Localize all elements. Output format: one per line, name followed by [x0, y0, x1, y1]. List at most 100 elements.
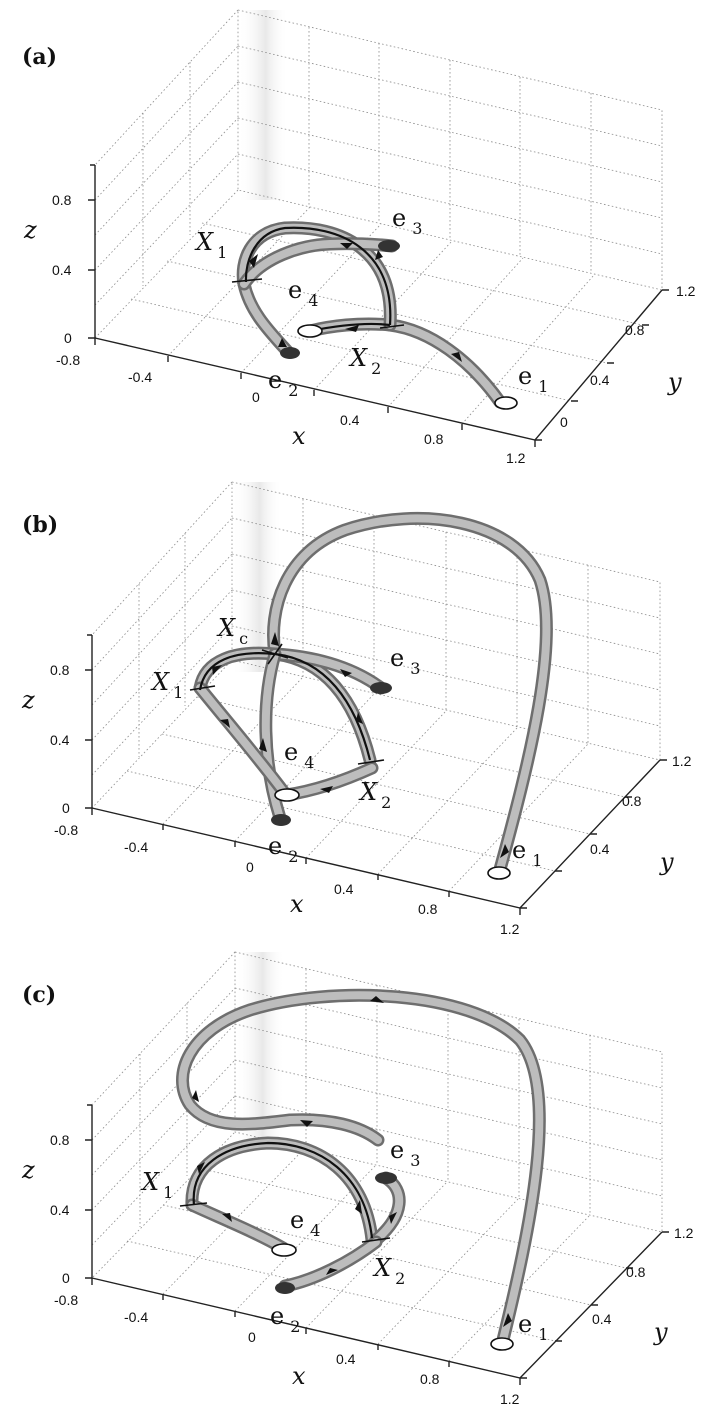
x-tick: 0.4: [340, 412, 360, 428]
z-axis-label: z: [21, 686, 35, 714]
crossing-x1: [179, 1202, 208, 1207]
x-tick: -0.4: [128, 369, 152, 385]
x-axis-label: x: [292, 422, 306, 450]
flow-arrows: [212, 632, 509, 858]
crossing-x2: [379, 324, 405, 329]
axes-box: [85, 951, 669, 1385]
z-tick: 0.8: [50, 662, 70, 678]
x-axis-label: x: [290, 890, 304, 918]
z-axis-label: z: [23, 216, 37, 244]
y-tick: 0.4: [590, 372, 610, 388]
grid-lines: [91, 951, 663, 1379]
flow-arrows: [192, 996, 512, 1327]
z-ticks: 0 0.4 0.8: [50, 662, 70, 816]
x-tick: 1.2: [506, 450, 526, 466]
axes-box: [88, 9, 669, 447]
panel-label: (a): [22, 44, 57, 70]
x-tick: 0.4: [336, 1351, 356, 1367]
z-axis-label: z: [21, 1156, 35, 1184]
node-e2: [280, 347, 300, 359]
markers: [231, 240, 518, 410]
node-e2: [271, 814, 291, 826]
x-tick: -0.8: [54, 1292, 78, 1308]
trajectories: [193, 511, 553, 880]
z-ticks: 0 0.4 0.8: [52, 192, 72, 346]
node-e3: [370, 682, 392, 694]
z-tick: 0: [62, 800, 70, 816]
panel-label: (b): [22, 512, 58, 538]
panel-a: (a) 0 0.4 0.8 -0.8 -0.4 0 0.4 0.8 1.2 0 …: [22, 9, 696, 466]
x-tick: -0.4: [124, 839, 148, 855]
x-tick: 0: [248, 1329, 256, 1345]
node-e1: [487, 866, 511, 880]
y-tick: 1.2: [674, 1225, 694, 1241]
node-e4: [271, 1243, 297, 1257]
node-e2: [275, 1282, 295, 1294]
y-tick: 0: [560, 414, 568, 430]
trajectories: [236, 221, 507, 409]
panel-c: (c) 0 0.4 0.8 -0.8 -0.4 0 0.4 0.8 1.2 0.…: [21, 951, 694, 1407]
z-tick: 0.4: [50, 732, 70, 748]
y-tick: 0.4: [590, 841, 610, 857]
markers: [189, 643, 511, 880]
z-tick: 0: [64, 330, 72, 346]
crossing-x2: [361, 1237, 391, 1243]
wall-shading: [235, 952, 285, 1142]
node-e4: [297, 324, 323, 338]
y-axis-label: y: [659, 848, 674, 876]
z-tick: 0.4: [50, 1202, 70, 1218]
z-tick: 0.4: [52, 262, 72, 278]
panel-label: (c): [22, 982, 56, 1008]
axes-box: [85, 481, 667, 915]
flow-arrows: [249, 243, 462, 362]
crossing-x1: [231, 278, 263, 283]
z-tick: 0.8: [52, 192, 72, 208]
y-axis-label: y: [667, 368, 682, 396]
trajectories: [176, 988, 546, 1351]
node-e4: [274, 788, 300, 802]
panel-b: (b) 0 0.4 0.8 -0.8 -0.4 0 0.4 0.8 1.2 0.…: [21, 481, 692, 937]
node-e3: [375, 1172, 397, 1184]
y-ticks: 0.4 0.8 1.2: [592, 1225, 694, 1327]
x-tick: -0.8: [54, 822, 78, 838]
x-tick: 1.2: [500, 921, 520, 937]
z-tick: 0.8: [50, 1132, 70, 1148]
x-tick: 0.8: [418, 901, 438, 917]
x-tick: 0: [252, 389, 260, 405]
x-tick: 1.2: [500, 1391, 520, 1407]
markers: [179, 1172, 514, 1351]
node-e3: [378, 240, 400, 252]
x-tick: 0.8: [424, 431, 444, 447]
node-e1: [490, 1337, 514, 1351]
y-tick: 0.8: [625, 322, 645, 338]
node-e1: [494, 396, 518, 410]
y-ticks: 0.4 0.8 1.2: [590, 753, 692, 857]
z-ticks: 0 0.4 0.8: [50, 1132, 70, 1286]
y-tick: 0.8: [622, 793, 642, 809]
x-tick: 0: [246, 859, 254, 875]
x-tick: -0.8: [56, 352, 80, 368]
crossing-x2: [357, 759, 385, 765]
y-tick: 0.8: [626, 1264, 646, 1280]
x-axis-label: x: [292, 1362, 306, 1390]
x-tick: 0.4: [334, 881, 354, 897]
wall-shading: [238, 10, 288, 200]
